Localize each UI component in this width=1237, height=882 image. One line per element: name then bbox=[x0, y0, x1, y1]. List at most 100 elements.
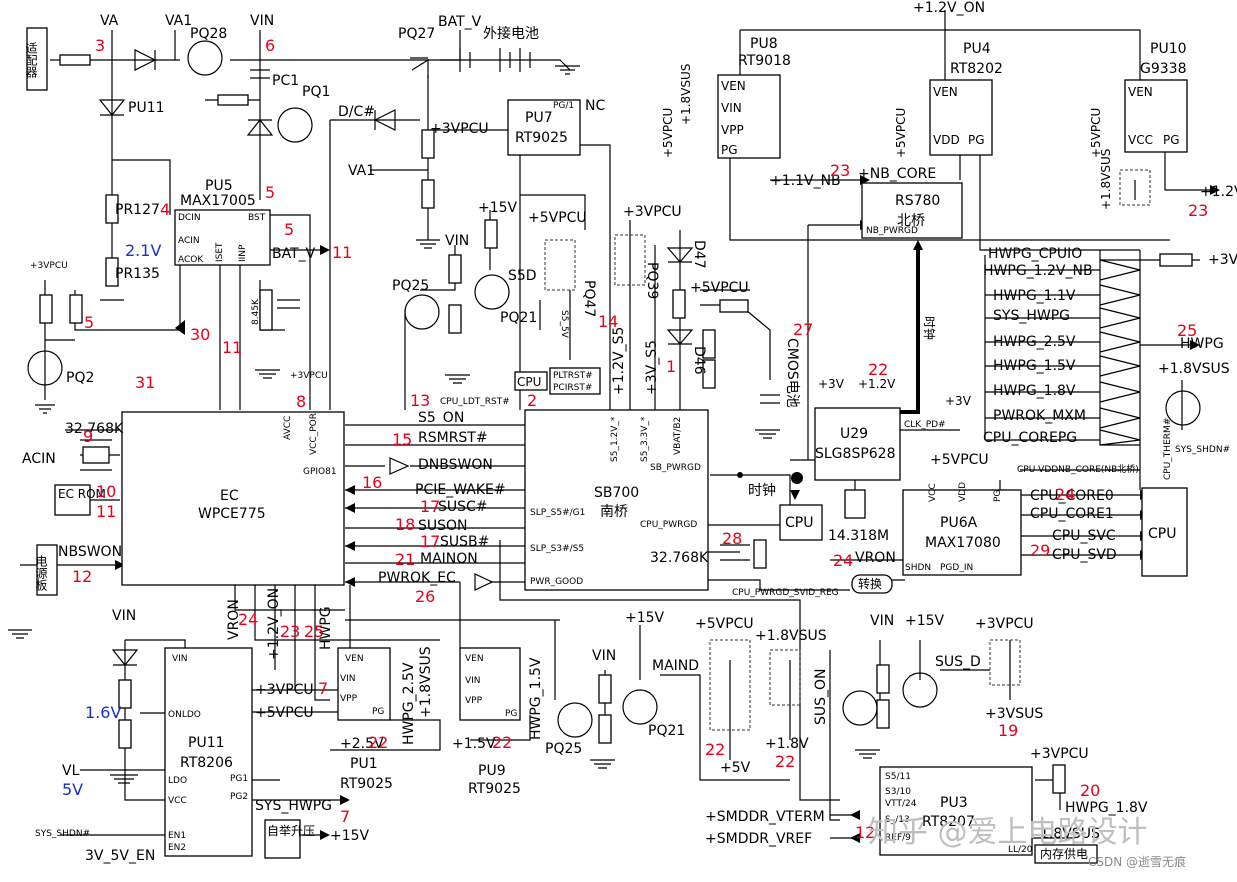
u29-crystal: 14.318M bbox=[828, 528, 889, 544]
pu11-chip bbox=[164, 647, 253, 857]
net-5v-blue: 5V bbox=[62, 780, 83, 799]
d47-label: D47 bbox=[691, 240, 707, 269]
u29-clk-pd: CLK_PD# bbox=[904, 420, 946, 430]
step-1: 1 bbox=[666, 357, 676, 376]
pu7-ref: PU7 bbox=[525, 110, 553, 126]
u29-chip bbox=[814, 407, 901, 481]
net-1-8vsus-pu8: +1.8VSUS bbox=[679, 64, 693, 125]
pu5-iset: ISET bbox=[215, 242, 225, 262]
pu8-vin: VIN bbox=[721, 101, 742, 115]
pu9-vpp: VPP bbox=[465, 696, 483, 706]
pq2-label: PQ2 bbox=[66, 370, 94, 386]
step-24-b: 24 bbox=[833, 551, 853, 570]
pu8-chip bbox=[717, 74, 781, 159]
sys-hwpg-right: SYS_HWPG bbox=[993, 308, 1070, 324]
clock-label-vertical: 时钟 bbox=[922, 316, 937, 340]
net-dc: D/C# bbox=[338, 104, 375, 120]
memory-power-box bbox=[1034, 844, 1098, 864]
net-15v-s5d: +15V bbox=[478, 200, 518, 216]
nb-pwrgd-pin: NB_PWRGD bbox=[866, 226, 918, 236]
step-14: 14 bbox=[598, 312, 618, 331]
net-1-6v: 1.6V bbox=[85, 703, 121, 722]
d46-label: D46 bbox=[691, 346, 707, 375]
pq1-label: PQ1 bbox=[302, 84, 330, 100]
pu8-part: RT9018 bbox=[738, 53, 791, 69]
net-15v-boost: +15V bbox=[330, 828, 370, 844]
net-hwpg-vert: HWPG bbox=[318, 606, 334, 650]
ext-battery-label: 外接电池 bbox=[483, 25, 539, 42]
pc1-label: PC1 bbox=[272, 73, 299, 89]
pq21-label: PQ21 bbox=[500, 310, 537, 326]
step-28: 28 bbox=[722, 529, 742, 548]
net-3vpcu-pq39: +3VPCU bbox=[623, 204, 682, 220]
net-5vpcu-pu11: +5VPCU bbox=[255, 705, 314, 721]
net-3vpcu-pu11: +3VPCU bbox=[255, 682, 314, 698]
net-sys-shdn: SYS_SHDN# bbox=[35, 829, 90, 839]
pu4-pg: PG bbox=[968, 133, 985, 147]
net-vron-right: VRON bbox=[855, 550, 896, 566]
pu3-ll20: LL/20 bbox=[1008, 845, 1033, 855]
southbridge-chip bbox=[524, 409, 709, 591]
pu11-vin: VIN bbox=[172, 654, 188, 664]
pu9-pg: PG bbox=[505, 709, 517, 719]
step-24-a: 24 bbox=[1055, 485, 1075, 504]
sys-shdn-right-label: SYS_SHDN# bbox=[1175, 445, 1230, 455]
net-vron: VRON bbox=[226, 599, 242, 640]
hwpg-1-1v: HWPG_1.1V bbox=[993, 288, 1076, 304]
ec-rom-box bbox=[54, 484, 91, 516]
resistors bbox=[39, 94, 1193, 794]
hwpg-2-5v-right: HWPG_2.5V bbox=[993, 334, 1076, 350]
sb-crystal: 32.768K bbox=[650, 550, 709, 566]
net-va: VA bbox=[100, 13, 119, 29]
pu5-ref: PU5 bbox=[205, 178, 233, 194]
pu10-chip bbox=[1124, 79, 1188, 153]
net-3vpcu-left: +3VPCU bbox=[30, 261, 68, 271]
adapter-label: 适配器 bbox=[24, 42, 38, 79]
net-5vpcu-pu10: +5VPCU bbox=[1089, 108, 1103, 158]
hwpg-1-8v-right: HWPG_1.8V bbox=[993, 383, 1076, 399]
pu9-chip bbox=[459, 647, 521, 721]
step-26: 26 bbox=[415, 587, 435, 606]
step-30: 30 bbox=[190, 325, 210, 344]
sb-slp-s5: SLP_S5#/G1 bbox=[530, 508, 585, 518]
hwpg-out: HWPG bbox=[1180, 336, 1224, 352]
cpu-small-chip bbox=[779, 504, 823, 541]
net-3v-right: +3V bbox=[1208, 252, 1237, 268]
step-2: 2 bbox=[527, 391, 537, 410]
net-susb: SUSB# bbox=[440, 534, 489, 550]
net-3vpcu-pu3: +3VPCU bbox=[1030, 746, 1089, 762]
pu3-s3: S3/10 bbox=[885, 787, 911, 797]
nb-part: RS780 bbox=[895, 193, 940, 209]
u29-part: SLG8SP628 bbox=[815, 446, 896, 462]
step-13: 13 bbox=[410, 391, 430, 410]
step-10: 10 bbox=[96, 482, 116, 501]
cpu-small-label: CPU bbox=[785, 515, 813, 531]
pu8-ref: PU8 bbox=[750, 36, 778, 52]
step-12: 12 bbox=[72, 567, 92, 586]
pu6a-pgd-in: PGD_IN bbox=[940, 563, 973, 573]
step-17-a: 17 bbox=[420, 497, 440, 516]
step-23-a: 23 bbox=[830, 161, 850, 180]
cpu-right-label: CPU bbox=[1148, 526, 1176, 542]
power-board-box bbox=[36, 544, 58, 596]
net-3vpcu-sus: +3VPCU bbox=[975, 616, 1034, 632]
net-va1-mid: VA1 bbox=[348, 163, 375, 179]
net-hwpg-1-5v: HWPG_1.5V bbox=[528, 657, 544, 740]
cmos-battery-label: CMOS电池 bbox=[784, 338, 800, 408]
net-1-8vsus-pu3: 1.8VSUS bbox=[1040, 826, 1100, 842]
pu11-vcc: VCC bbox=[168, 796, 187, 806]
net-mainon: MAINON bbox=[420, 551, 478, 567]
net-3vsus: +3VSUS bbox=[985, 706, 1043, 722]
pu9-part: RT9025 bbox=[468, 781, 521, 797]
cpu-corepg: CPU_COREPG bbox=[983, 430, 1077, 446]
pu7-part: RT9025 bbox=[515, 130, 568, 146]
net-3v-clkpd: +3V bbox=[945, 394, 972, 408]
pu8-ven: VEN bbox=[721, 79, 746, 93]
pu11-en1: EN1 bbox=[168, 831, 186, 841]
ec-vcc-por: VCC_POR bbox=[309, 413, 319, 455]
net-3v-u29: +3V bbox=[818, 377, 845, 391]
step-20: 20 bbox=[1080, 781, 1100, 800]
net-s5-on: S5_ON bbox=[418, 410, 464, 426]
cpu-svd: CPU_SVD bbox=[1052, 547, 1117, 563]
pu3-vtt: VTT/24 bbox=[885, 799, 917, 809]
